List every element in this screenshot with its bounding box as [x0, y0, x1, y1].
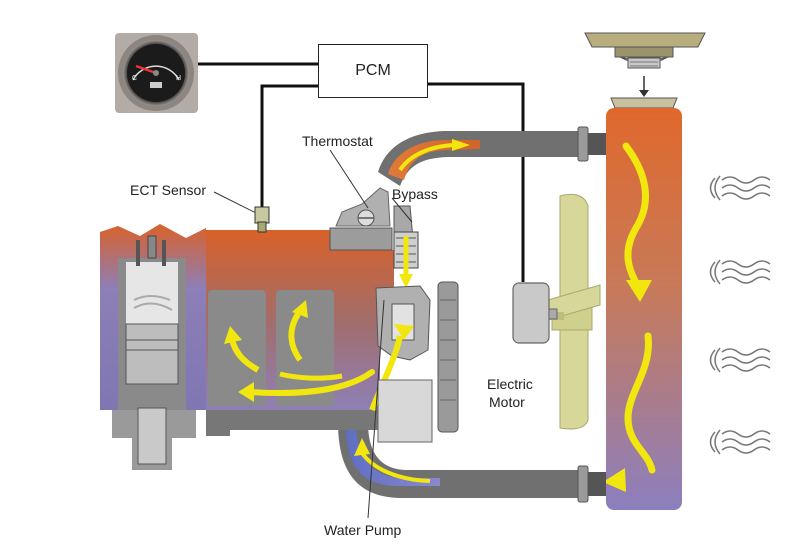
fan-icon [544, 193, 601, 430]
air-flow [709, 175, 771, 455]
ect-sensor [254, 206, 270, 233]
electric-motor-label-line1: Electric [487, 376, 533, 392]
thermostat-label: Thermostat [302, 133, 373, 149]
air-wave-icon [709, 347, 771, 373]
upper-radiator-hose [378, 126, 606, 186]
electric-motor-label-line2: Motor [489, 394, 525, 410]
radiator [603, 108, 682, 510]
radiator-cap-icon [584, 32, 706, 109]
lower-radiator-hose [338, 422, 606, 503]
air-wave-icon [709, 429, 771, 455]
motor-wire [428, 82, 525, 282]
water-pump [369, 281, 459, 443]
svg-text:C: C [132, 75, 137, 82]
ect-sensor-label: ECT Sensor [130, 182, 206, 198]
svg-text:H: H [176, 75, 181, 82]
electric-motor [512, 282, 558, 344]
leader-lines [213, 149, 413, 519]
water-pump-label: Water Pump [324, 522, 402, 538]
temperature-gauge-icon: C H [115, 33, 198, 113]
bypass [393, 231, 419, 288]
air-wave-icon [709, 259, 771, 285]
wiring [198, 62, 525, 282]
water-pump-leader [367, 299, 385, 519]
ect-sensor-leader [213, 191, 259, 215]
air-wave-icon [709, 175, 771, 201]
pcm-label: PCM [355, 62, 391, 79]
pcm-box: PCM [318, 44, 428, 98]
bypass-label: Bypass [392, 186, 438, 202]
thermostat-leader [329, 149, 369, 209]
thermostat [329, 187, 415, 251]
engine-cylinder-section [100, 224, 206, 470]
bypass-leader [391, 197, 413, 223]
ect-sensor-wire [260, 84, 318, 207]
engine-block [206, 230, 394, 436]
